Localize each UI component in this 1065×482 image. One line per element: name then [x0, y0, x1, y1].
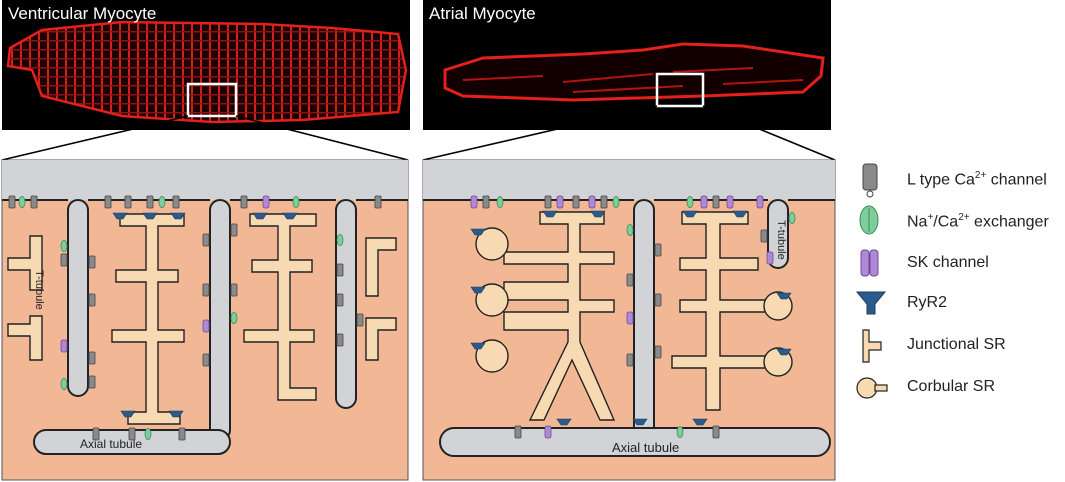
axial-tubule-label-right: Axial tubule [612, 440, 679, 455]
exchanger-icon [859, 205, 879, 235]
junctional-sr-icon [862, 329, 882, 363]
ryr2-icon [855, 291, 887, 315]
zoom-line [1, 115, 189, 161]
ventricular-zoom-panel: T-tubule Axial tubule [1, 159, 409, 481]
ventricular-cell-image [6, 20, 408, 124]
legend-jsr: Junctional SR [855, 326, 1065, 366]
atrial-title: Atrial Myocyte [429, 4, 536, 23]
legend-jsr-label: Junctional SR [907, 336, 1006, 353]
legend-ncx-label: Na+/Ca2+ exchanger [907, 212, 1049, 231]
t-tubule-label-left: T-tubule [33, 270, 45, 310]
legend-csr-label: Corbular SR [907, 378, 996, 395]
zoom-line [235, 115, 409, 161]
axial-tubule-right [439, 427, 831, 457]
legend-l-type: L type Ca2+ channel [855, 160, 1065, 200]
zoom-line [702, 105, 836, 161]
atrial-sr [475, 211, 793, 421]
legend-l-type-label: L type Ca2+ channel [907, 170, 1047, 189]
legend-ncx: Na+/Ca2+ exchanger [855, 202, 1065, 242]
ventricular-sr [7, 213, 397, 425]
ventricular-title: Ventricular Myocyte [8, 4, 157, 23]
atrial-micrograph: Atrial Myocyte [423, 0, 831, 130]
axial-tubule-label-left: Axial tubule [80, 437, 142, 451]
legend-csr: Corbular SR [855, 368, 1065, 408]
sk-channel-icon [860, 249, 879, 277]
l-type-channel-icon [862, 163, 878, 198]
atrial-cell-image [443, 42, 825, 108]
atrial-zoom-box [655, 72, 705, 108]
t-tubule-label-right: T-tubule [775, 220, 787, 260]
zoom-line [422, 105, 658, 161]
legend-sk: SK channel [855, 244, 1065, 284]
ventricular-micrograph: Ventricular Myocyte [2, 0, 410, 130]
ventricular-zoom-box [186, 82, 238, 118]
legend-ryr2: RyR2 [855, 284, 1065, 324]
legend-sk-label: SK channel [907, 254, 989, 271]
corbular-sr-icon [856, 377, 888, 399]
legend-ryr2-label: RyR2 [907, 294, 948, 311]
atrial-zoom-panel: T-tubule Axial tubule [422, 159, 836, 481]
